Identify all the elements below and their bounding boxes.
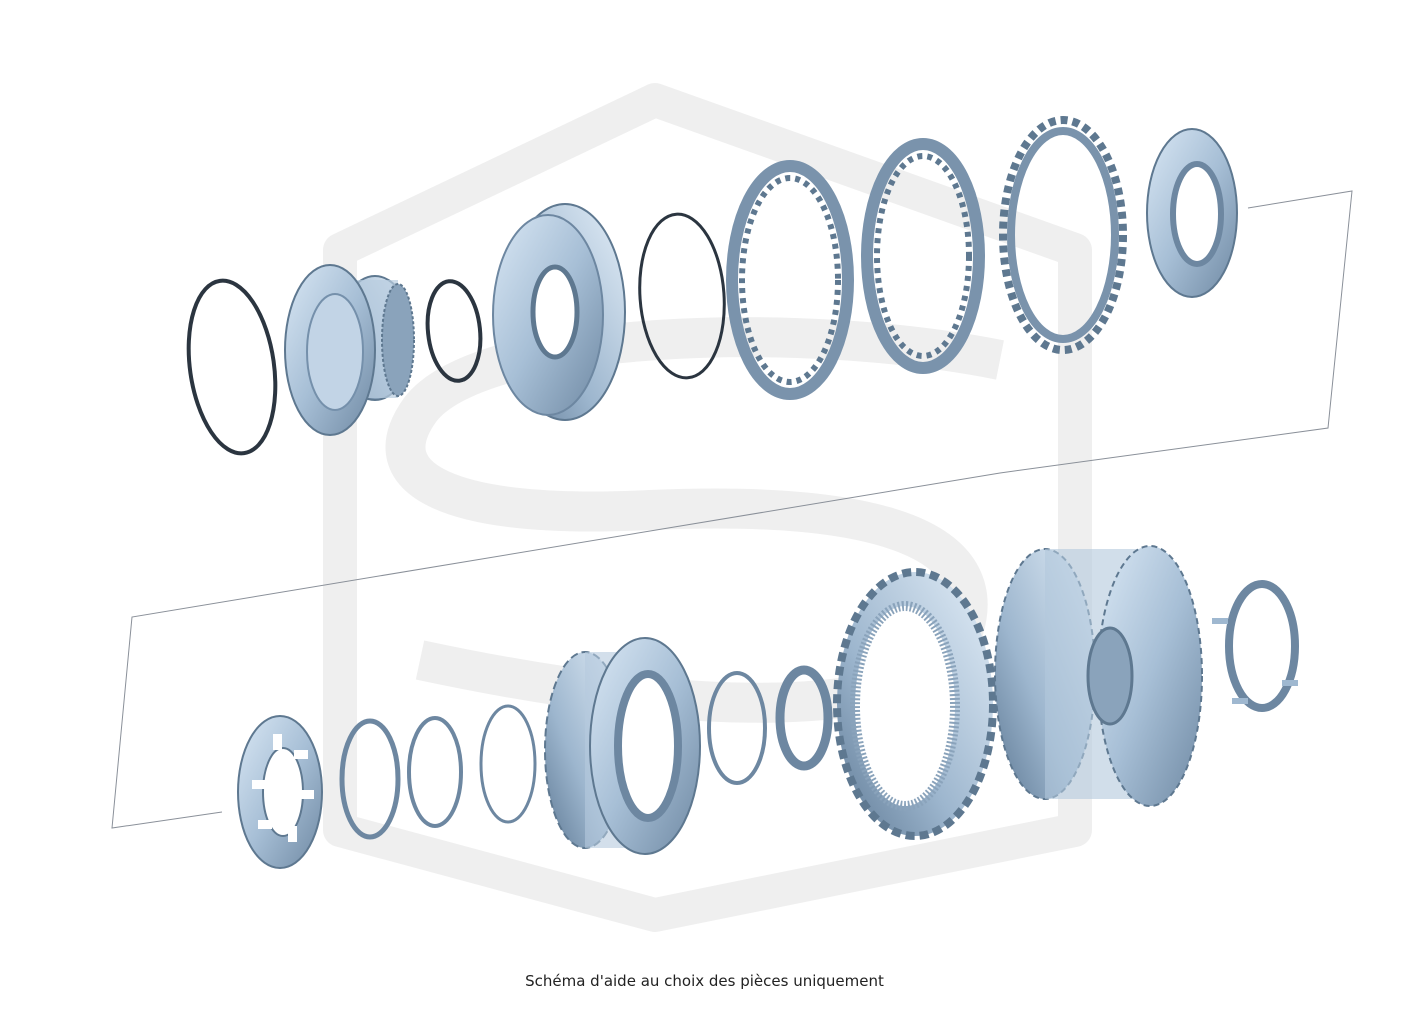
ring-gear <box>833 568 997 840</box>
thrust-washer <box>775 665 833 771</box>
snap-ring-3 <box>638 212 726 380</box>
snap-ring-4 <box>339 718 401 840</box>
planetary-carrier <box>994 545 1203 807</box>
slotted-washer <box>237 715 323 869</box>
snap-ring-2 <box>425 279 483 383</box>
diagram-caption: Schéma d'aide au choix des pièces unique… <box>525 972 884 990</box>
wave-spring <box>479 704 537 824</box>
upper-assembly-plane <box>111 190 1353 829</box>
piston-housing <box>284 264 415 436</box>
snap-ring-6 <box>707 671 767 785</box>
clutch-drum <box>544 637 701 855</box>
snap-ring-1 <box>186 278 278 456</box>
friction-plate <box>861 138 985 374</box>
snap-ring-5 <box>407 716 463 828</box>
backing-plate <box>1146 128 1238 298</box>
steel-plate-2 <box>999 116 1127 354</box>
retainer-plate <box>1212 580 1299 712</box>
steel-plate-1 <box>726 160 854 400</box>
clutch-piston <box>492 203 626 421</box>
